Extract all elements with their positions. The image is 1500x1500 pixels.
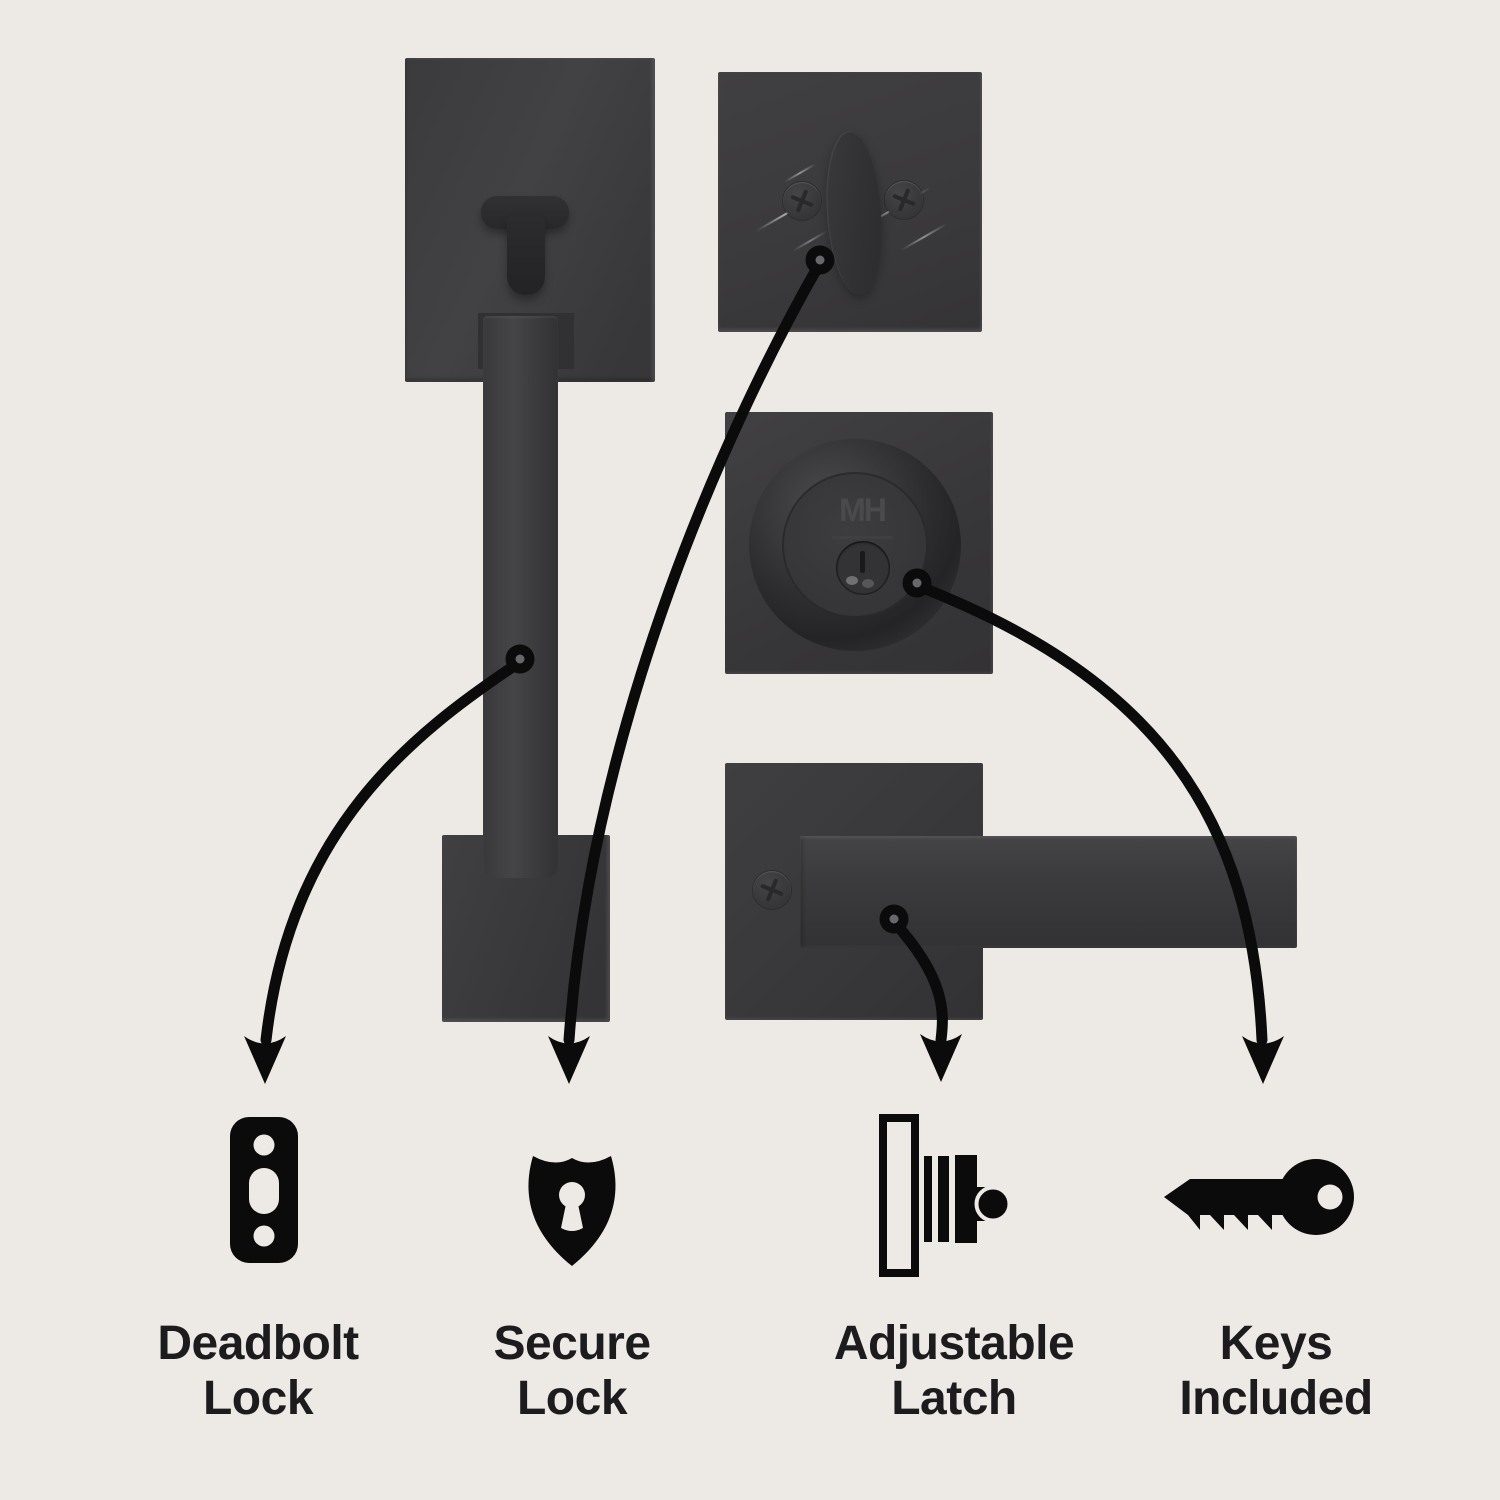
keyway-glint: [862, 579, 874, 588]
brand-logo-subline: [832, 536, 892, 539]
feature-label-line: Adjustable: [833, 1317, 1075, 1370]
feature-label-line: Lock: [516, 1372, 628, 1425]
phillips-screw-icon: [753, 871, 791, 909]
feature-label-line: Deadbolt: [157, 1317, 359, 1370]
brand-logo: MH: [839, 492, 887, 528]
arrowhead-icon: [244, 1036, 286, 1084]
feature-label-line: Secure: [493, 1317, 651, 1370]
feature-label-deadbolt-lock: Deadbolt Lock: [78, 1316, 438, 1426]
feature-label-secure-lock: Secure Lock: [392, 1316, 752, 1426]
feature-label-line: Keys: [1219, 1317, 1333, 1370]
feature-label-line: Latch: [891, 1372, 1017, 1425]
keyhole-slit: [860, 551, 865, 573]
shield-keyhole-icon: [528, 1156, 616, 1266]
arrowhead-icon: [548, 1036, 590, 1084]
lever-bar: [800, 836, 1297, 948]
feature-label-keys-included: Keys Included: [1096, 1316, 1456, 1426]
feature-label-adjustable-latch: Adjustable Latch: [774, 1316, 1134, 1426]
latch-icon: [879, 1114, 1012, 1277]
phillips-screw-icon: [885, 181, 923, 219]
feature-label-line: Included: [1179, 1372, 1373, 1425]
feature-label-line: Lock: [202, 1372, 314, 1425]
arrowhead-icon: [1242, 1036, 1284, 1084]
key-icon: [1164, 1159, 1354, 1235]
strike-plate-icon: [230, 1117, 298, 1263]
handleset-thumb-lever: [507, 216, 545, 295]
handleset-grip: [483, 316, 558, 878]
arrowhead-icon: [920, 1034, 962, 1082]
phillips-screw-icon: [783, 182, 821, 220]
keyway-glint: [846, 576, 858, 585]
